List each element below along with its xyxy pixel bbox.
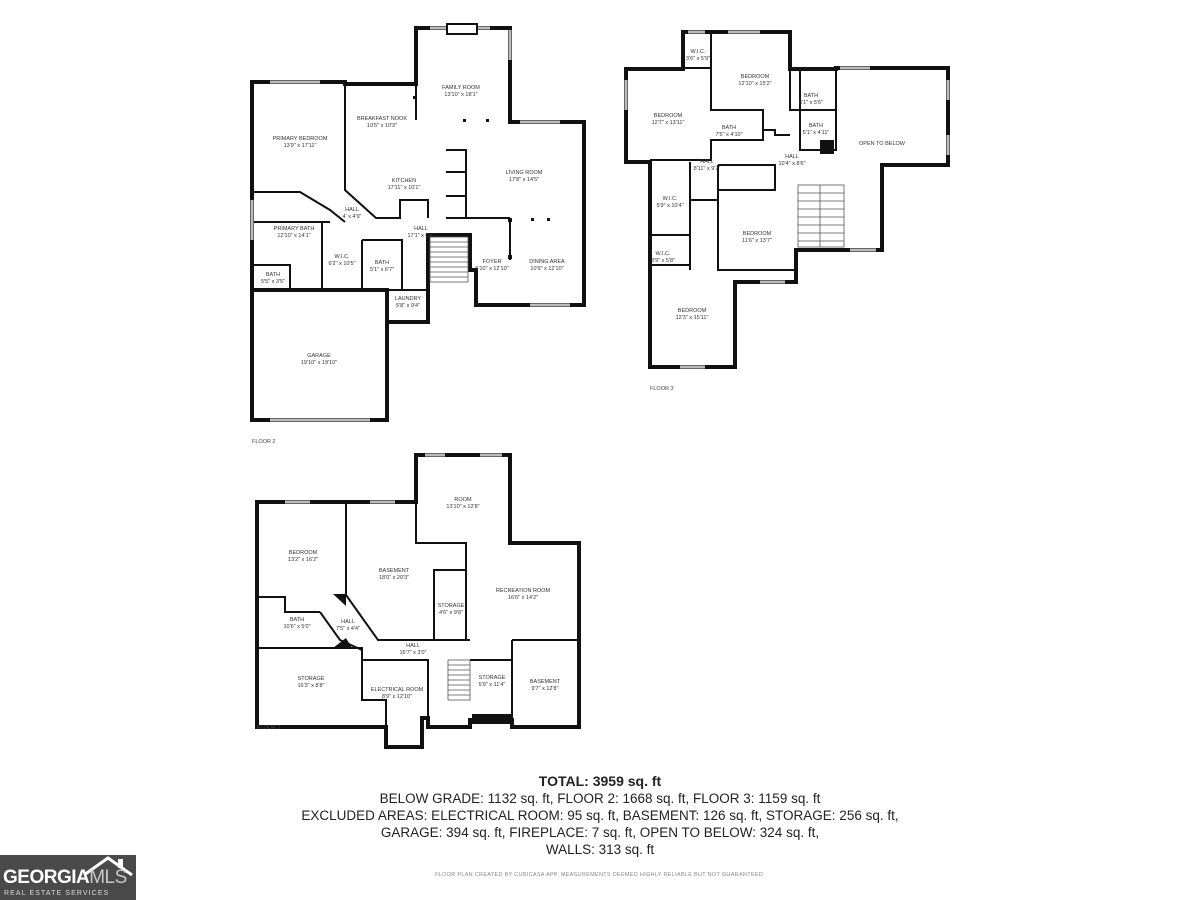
area-summary-line-1: BELOW GRADE: 1132 sq. ft, FLOOR 2: 1668 … <box>379 791 821 806</box>
floor-3-walls <box>624 30 950 369</box>
area-summary-line-3: GARAGE: 394 sq. ft, FIREPLACE: 7 sq. ft,… <box>380 825 820 840</box>
room-label-wic: W.I.C.5'9" x 10'4" <box>656 196 684 209</box>
area-summary-line-4: WALLS: 313 sq. ft <box>545 842 655 857</box>
brand-name: GEORGIAMLS <box>3 867 127 888</box>
room-label-open-to-below: OPEN TO BELOW <box>859 141 905 147</box>
room-label-wic: W.I.C.3'9" x 5'8" <box>650 251 676 264</box>
floor-3-label: FLOOR 3 <box>650 386 674 392</box>
brand-subtitle: REAL ESTATE SERVICES <box>4 890 110 897</box>
total-area: TOTAL: 3959 sq. ft <box>538 773 662 789</box>
floor-1-walls <box>255 453 581 749</box>
room-label-wic: W.I.C.6'2" x 10'5" <box>328 254 356 267</box>
georgia-mls-logo: GEORGIAMLS REAL ESTATE SERVICES <box>0 855 136 900</box>
floor-2-walls <box>250 23 586 422</box>
floor-2-label: FLOOR 2 <box>252 439 276 445</box>
area-summary-line-2: EXCLUDED AREAS: ELECTRICAL ROOM: 95 sq. … <box>301 808 899 823</box>
room-label-wic: W.I.C.3'6" x 5'9" <box>685 49 711 62</box>
floor-1-label: FLOOR 1 <box>257 725 281 731</box>
house-roof-icon <box>83 856 133 877</box>
disclaimer-note: FLOOR PLAN CREATED BY CUBICASA APP. MEAS… <box>435 872 765 878</box>
